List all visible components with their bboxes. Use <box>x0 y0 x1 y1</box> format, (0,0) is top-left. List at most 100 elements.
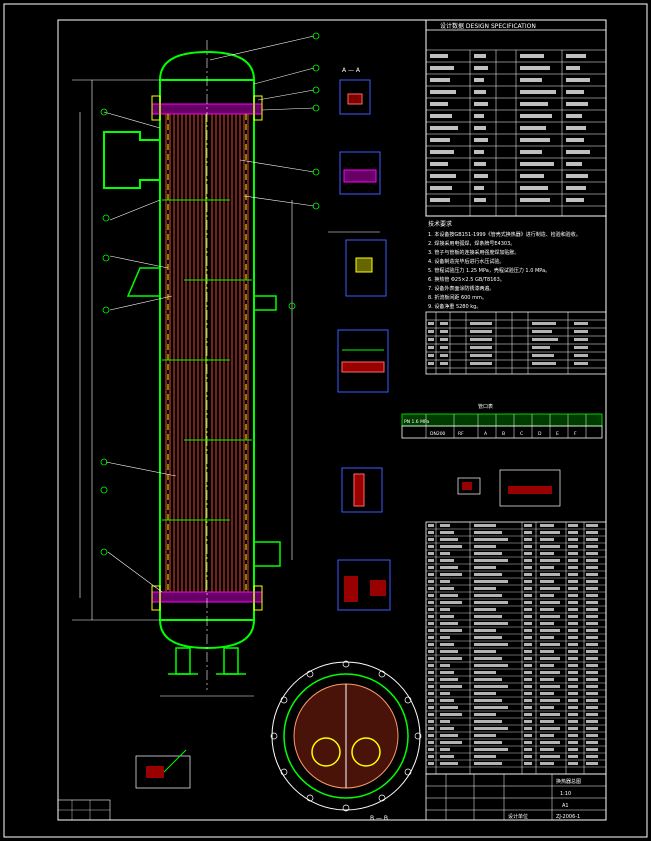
nozzle-cell-2: A <box>484 431 488 437</box>
detail-views: A — A <box>135 67 561 789</box>
parts-list-cell-text <box>524 685 532 688</box>
parts-list-cell-text <box>524 566 532 569</box>
parts-list-cell-text <box>586 643 598 646</box>
nozzle-schedule-table <box>425 311 607 375</box>
parts-list-cell-text <box>440 685 462 688</box>
parts-list-cell-text <box>428 720 434 723</box>
parts-list-cell-text <box>568 699 578 702</box>
parts-list-cell-text <box>440 629 462 632</box>
parts-list-cell-text <box>568 706 578 709</box>
parts-list-cell-text <box>524 657 532 660</box>
parts-list-cell-text <box>540 601 560 604</box>
parts-list-cell-text <box>540 755 560 758</box>
parts-list-cell-text <box>540 531 560 534</box>
parts-list-cell-text <box>474 755 496 758</box>
mid-right-nozzle <box>254 295 277 311</box>
parts-list-cell-text <box>568 692 578 695</box>
parts-list-cell-text <box>568 531 578 534</box>
lower-right-nozzle <box>254 541 281 567</box>
parts-list-cell-text <box>474 664 508 667</box>
parts-list-cell-text <box>568 629 578 632</box>
parts-list-cell-text <box>540 615 560 618</box>
parts-list-cell-text <box>540 762 554 765</box>
sheet-border-outer <box>3 3 648 838</box>
parts-list-cell-text <box>540 552 554 555</box>
parts-list-cell-text <box>524 601 532 604</box>
parts-list-cell-text <box>568 720 578 723</box>
parts-list-cell-text <box>540 643 560 646</box>
parts-list-cell-text <box>524 650 532 653</box>
parts-list-cell-text <box>474 545 496 548</box>
parts-list-cell-text <box>586 629 598 632</box>
parts-list-cell-text <box>428 741 434 744</box>
parts-list-cell-text <box>586 657 598 660</box>
parts-list-cell-text <box>524 755 532 758</box>
bottom-flange-right <box>253 585 263 611</box>
parts-list-cell-text <box>474 692 496 695</box>
note-line-7: 7. 设备外表面涂防锈漆两遍。 <box>428 285 494 292</box>
parts-list-cell-text <box>440 643 454 646</box>
parts-list-cell-text <box>524 643 532 646</box>
parts-list-cell-text <box>586 531 598 534</box>
parts-list-cell-text <box>524 552 532 555</box>
parts-list-cell-text <box>540 587 560 590</box>
parts-list-cell-text <box>428 727 434 730</box>
parts-list-cell-text <box>524 734 532 737</box>
design-spec-table: 设计数据 DESIGN SPECIFICATION <box>425 19 607 217</box>
parts-list-cell-text <box>586 573 598 576</box>
parts-list-cell-text <box>428 699 434 702</box>
parts-list-cell-text <box>440 699 454 702</box>
title-block-scale: 1:10 <box>560 791 571 797</box>
tubesheet-layout-view: B — B <box>270 660 422 822</box>
parts-list-cell-text <box>440 559 454 562</box>
parts-list-cell-text <box>440 580 450 583</box>
parts-list-cell-text <box>586 559 598 562</box>
parts-list-cell-text <box>440 762 458 765</box>
parts-list-cell-text <box>524 531 532 534</box>
parts-list-cell-text <box>540 692 554 695</box>
parts-list-cell-text <box>474 636 502 639</box>
parts-list-cell-text <box>568 734 578 737</box>
parts-list-cell-text <box>428 650 434 653</box>
nozzle-cell-6: E <box>556 431 559 437</box>
parts-list-cell-text <box>568 643 578 646</box>
parts-list-cell-text <box>474 699 502 702</box>
title-block-unit: 设计单位 <box>508 813 528 820</box>
parts-list-cell-text <box>440 573 462 576</box>
parts-list-cell-text <box>524 545 532 548</box>
parts-list-cell-text <box>440 622 458 625</box>
spec-title: 设计数据 DESIGN SPECIFICATION <box>440 22 536 30</box>
parts-list-cell-text <box>474 566 496 569</box>
parts-list-cell-text <box>428 706 434 709</box>
parts-list-cell-text <box>524 727 532 730</box>
parts-list-cell-text <box>586 538 598 541</box>
parts-list-cell-text <box>568 524 578 527</box>
parts-list-cell-text <box>524 559 532 562</box>
parts-list-cell-text <box>474 622 508 625</box>
parts-list-cell-text <box>540 650 554 653</box>
parts-list-cell-text <box>428 713 434 716</box>
top-flange-left <box>151 95 161 121</box>
parts-list-cell-text <box>586 692 598 695</box>
parts-list-cell-text <box>474 748 508 751</box>
note-line-4: 4. 设备制造完毕后进行水压试验。 <box>428 258 504 265</box>
parts-list-cell-text <box>586 734 598 737</box>
parts-list-cell-text <box>474 601 508 604</box>
parts-list-cell-text <box>524 720 532 723</box>
parts-list-cell-text <box>524 671 532 674</box>
parts-list-cell-text <box>440 566 458 569</box>
parts-list-cell-text <box>586 748 598 751</box>
parts-list-cell-text <box>474 608 496 611</box>
nozzle-bore-right <box>351 737 381 767</box>
parts-list-cell-text <box>440 545 462 548</box>
parts-list-cell-text <box>440 587 454 590</box>
parts-list-cell-text <box>586 580 598 583</box>
title-block: 换热器总图 1:10 A1 ZJ-2006-1 设计单位 <box>425 773 607 821</box>
parts-list-cell-text <box>428 538 434 541</box>
parts-list-cell-text <box>440 720 450 723</box>
part-balloons <box>100 32 320 556</box>
nozzle-cell-5: D <box>538 431 542 437</box>
parts-list-cell-text <box>540 608 554 611</box>
nozzle-strip: 管口表 PN 1.6 MPa DN200 RF A B C D E F <box>401 403 603 439</box>
shell-inlet-nozzle <box>103 131 160 189</box>
